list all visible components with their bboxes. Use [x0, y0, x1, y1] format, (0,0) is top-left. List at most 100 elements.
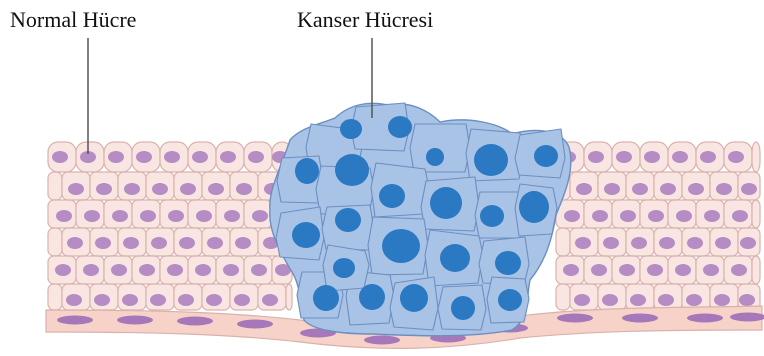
normal-nucleus [574, 294, 590, 306]
normal-nucleus [575, 237, 591, 249]
normal-cell [752, 200, 760, 228]
cancer-nucleus [359, 284, 385, 310]
normal-nucleus [178, 294, 194, 306]
normal-cell [556, 284, 570, 310]
normal-nucleus [192, 151, 208, 163]
normal-nucleus [591, 264, 607, 276]
cancer-nucleus [498, 289, 522, 311]
normal-nucleus [206, 294, 222, 306]
cancer-nucleus [474, 144, 508, 176]
normal-nucleus [67, 237, 83, 249]
normal-nucleus [576, 183, 592, 195]
normal-nucleus [592, 210, 608, 222]
normal-nucleus [659, 237, 675, 249]
normal-nucleus [123, 237, 139, 249]
normal-nucleus [68, 183, 84, 195]
normal-nucleus [588, 151, 604, 163]
normal-nucleus [236, 183, 252, 195]
cancer-nucleus [335, 154, 369, 186]
basal-nucleus [177, 317, 213, 326]
normal-nucleus [168, 210, 184, 222]
normal-nucleus [196, 210, 212, 222]
basal-nucleus [237, 320, 273, 329]
normal-nucleus [96, 183, 112, 195]
normal-nucleus [180, 183, 196, 195]
cancer-nucleus [379, 184, 405, 208]
cancer-nucleus [340, 119, 362, 139]
normal-nucleus [124, 183, 140, 195]
normal-nucleus [672, 151, 688, 163]
normal-nucleus [620, 210, 636, 222]
cancer-nucleus [430, 187, 462, 219]
cancer-nucleus [495, 251, 521, 275]
normal-nucleus [704, 210, 720, 222]
normal-nucleus [207, 237, 223, 249]
normal-cell [556, 228, 570, 256]
normal-nucleus [604, 183, 620, 195]
normal-nucleus [208, 183, 224, 195]
normal-nucleus [179, 237, 195, 249]
normal-nucleus [262, 294, 278, 306]
normal-nucleus [234, 294, 250, 306]
normal-nucleus [741, 183, 757, 195]
normal-nucleus [647, 264, 663, 276]
cancer-nucleus [313, 285, 339, 311]
normal-nucleus [616, 151, 632, 163]
normal-nucleus [152, 183, 168, 195]
normal-nucleus [84, 210, 100, 222]
normal-nucleus [739, 294, 755, 306]
normal-nucleus [122, 294, 138, 306]
normal-nucleus [94, 294, 110, 306]
normal-nucleus [630, 294, 646, 306]
normal-cell [48, 228, 62, 256]
normal-nucleus [223, 264, 239, 276]
cancer-nucleus [333, 258, 355, 278]
normal-nucleus [151, 237, 167, 249]
normal-nucleus [632, 183, 648, 195]
normal-nucleus [740, 237, 756, 249]
normal-cell [286, 284, 292, 310]
normal-nucleus [715, 237, 731, 249]
normal-nucleus [164, 151, 180, 163]
normal-nucleus [686, 294, 702, 306]
cancer-nucleus [382, 229, 420, 263]
normal-nucleus [111, 264, 127, 276]
normal-nucleus [563, 264, 579, 276]
normal-nucleus [676, 210, 692, 222]
normal-nucleus [252, 210, 268, 222]
normal-nucleus [602, 294, 618, 306]
normal-nucleus [660, 183, 676, 195]
normal-cell [752, 256, 760, 284]
normal-nucleus [248, 151, 264, 163]
cancer-nucleus [451, 296, 475, 320]
tumor-mass [270, 103, 571, 336]
basal-nucleus [364, 336, 400, 345]
normal-nucleus [644, 151, 660, 163]
cancer-nucleus [292, 222, 320, 248]
cancer-nucleus [440, 244, 470, 272]
basal-nucleus [117, 316, 153, 325]
normal-cell [48, 172, 62, 200]
normal-nucleus [703, 264, 719, 276]
normal-nucleus [658, 294, 674, 306]
basal-nucleus [622, 314, 658, 323]
normal-nucleus [140, 210, 156, 222]
normal-nucleus [167, 264, 183, 276]
normal-nucleus [687, 237, 703, 249]
normal-nucleus [220, 151, 236, 163]
normal-nucleus [112, 210, 128, 222]
normal-nucleus [95, 237, 111, 249]
normal-nucleus [564, 210, 580, 222]
normal-nucleus [648, 210, 664, 222]
normal-nucleus [631, 237, 647, 249]
normal-nucleus [728, 151, 744, 163]
normal-nucleus [195, 264, 211, 276]
cancer-nucleus [295, 158, 319, 184]
normal-nucleus [108, 151, 124, 163]
normal-nucleus [150, 294, 166, 306]
normal-nucleus [714, 294, 730, 306]
normal-nucleus [251, 264, 267, 276]
cancer-nucleus [335, 208, 361, 232]
normal-nucleus [688, 183, 704, 195]
